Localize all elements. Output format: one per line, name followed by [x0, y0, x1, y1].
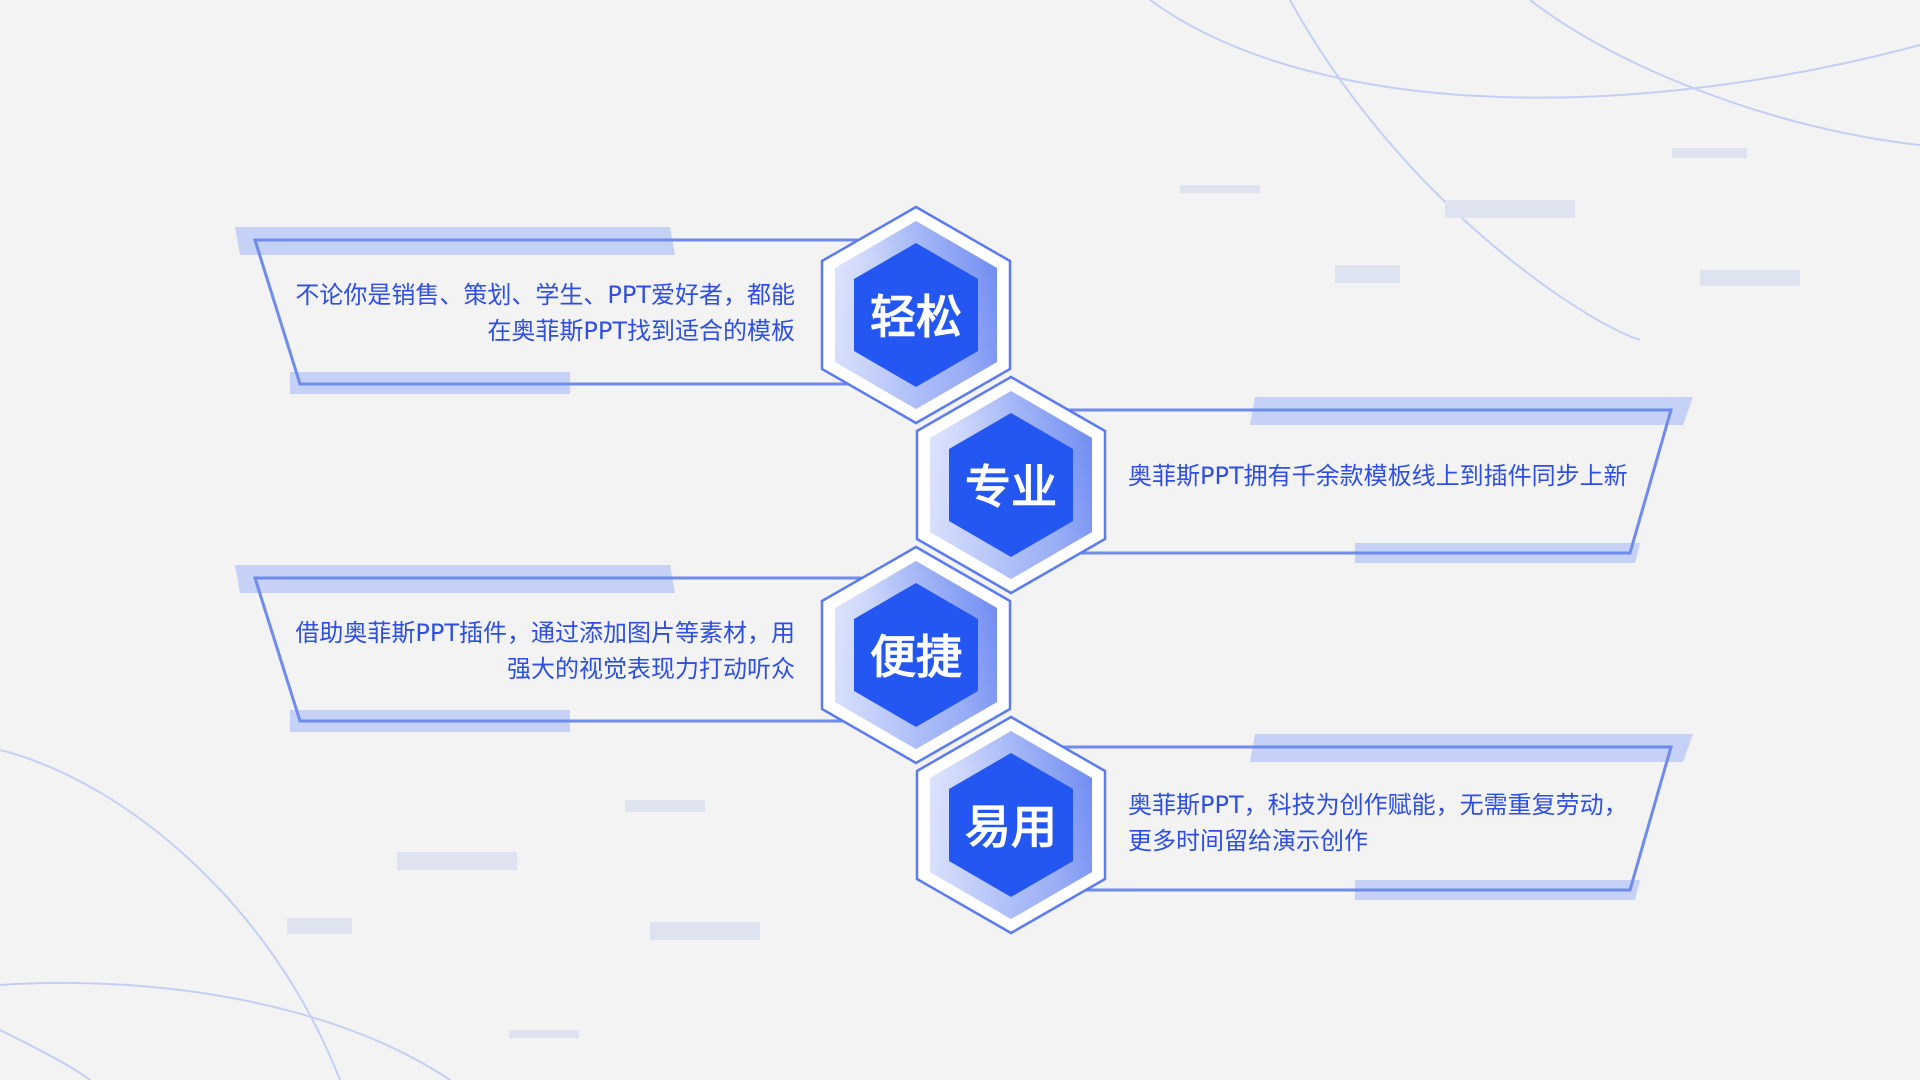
hexagon-1-title: 轻松 [870, 290, 962, 344]
panel-1-frame [235, 227, 862, 394]
feature-2-line-1: 奥菲斯PPT拥有千余款模板线上到插件同步上新 [1128, 462, 1628, 490]
panel-3-frame [235, 565, 862, 732]
hexagon-2-title: 专业 [965, 460, 1057, 514]
feature-4-line-1: 奥菲斯PPT，科技为创作赋能，无需重复劳动， [1128, 791, 1628, 819]
feature-4-line-2: 更多时间留给演示创作 [1128, 827, 1368, 855]
feature-4-description: 奥菲斯PPT，科技为创作赋能，无需重复劳动， 更多时间留给演示创作 [1128, 787, 1648, 859]
hexagon-4-title: 易用 [965, 800, 1057, 854]
panel-4-frame [1058, 734, 1693, 900]
feature-1-description: 不论你是销售、策划、学生、PPT爱好者，都能 在奥菲斯PPT找到适合的模板 [280, 277, 795, 349]
hexagon-3-title: 便捷 [870, 630, 962, 684]
feature-3-description: 借助奥菲斯PPT插件，通过添加图片等素材，用 强大的视觉表现力打动听众 [280, 615, 795, 687]
feature-2-description: 奥菲斯PPT拥有千余款模板线上到插件同步上新 [1128, 458, 1648, 494]
feature-1-line-1: 不论你是销售、策划、学生、PPT爱好者，都能 [295, 281, 795, 309]
feature-1-line-2: 在奥菲斯PPT找到适合的模板 [487, 317, 795, 345]
feature-3-line-2: 强大的视觉表现力打动听众 [507, 655, 795, 683]
feature-3-line-1: 借助奥菲斯PPT插件，通过添加图片等素材，用 [295, 619, 795, 647]
panel-2-frame [1058, 397, 1693, 563]
